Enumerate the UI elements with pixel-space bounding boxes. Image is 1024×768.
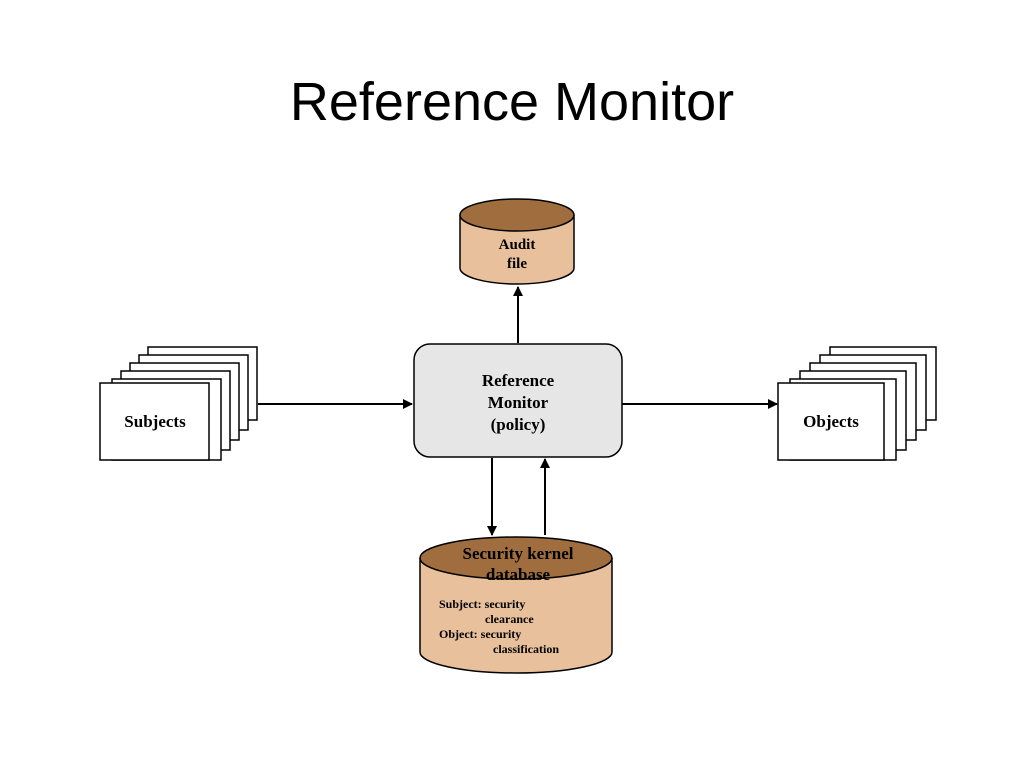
subjects-stack: Subjects xyxy=(99,346,258,461)
subjects-label: Subjects xyxy=(124,412,186,431)
objects-label: Objects xyxy=(803,412,859,431)
page-title: Reference Monitor xyxy=(289,72,735,132)
reference-monitor-label-line1: Reference xyxy=(482,371,555,390)
audit-file-label-line2: file xyxy=(507,256,527,272)
database-entry-object-detail: classification xyxy=(493,642,559,656)
objects-stack: Objects xyxy=(777,346,937,461)
security-kernel-database-title-line2: database xyxy=(486,565,551,584)
audit-file-top xyxy=(459,198,575,232)
database-entry-subject: Subject: security xyxy=(439,597,525,611)
database-entry-object: Object: security xyxy=(439,627,521,641)
security-kernel-database-title-line1: Security kernel xyxy=(463,544,574,563)
audit-file-cylinder: Audit file xyxy=(459,198,575,285)
audit-file-label-line1: Audit xyxy=(499,237,536,253)
audit-file-body xyxy=(459,215,575,285)
security-kernel-database-top xyxy=(419,536,613,580)
reference-monitor-label-line2: Monitor xyxy=(488,393,549,412)
reference-monitor-label-line3: (policy) xyxy=(491,415,546,434)
security-kernel-database-cylinder: Security kernel database Subject: securi… xyxy=(419,536,613,674)
database-entry-subject-detail: clearance xyxy=(485,612,534,626)
reference-monitor-box: Reference Monitor (policy) xyxy=(413,343,623,458)
security-kernel-database-body xyxy=(419,558,613,674)
